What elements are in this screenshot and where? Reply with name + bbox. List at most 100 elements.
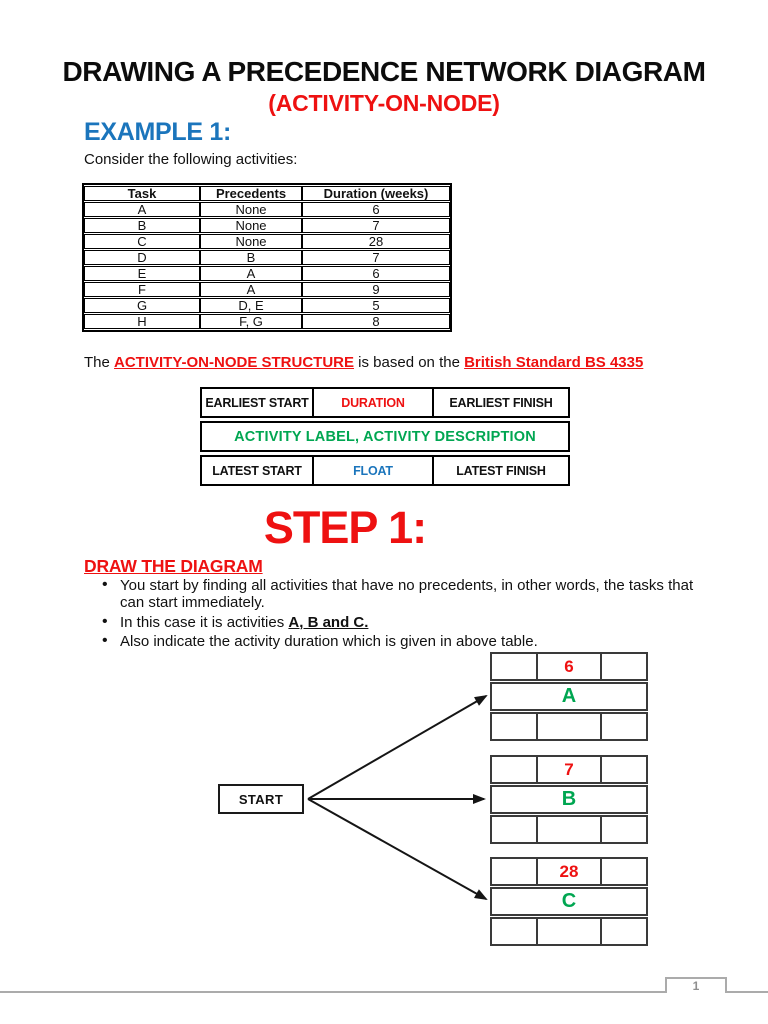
duration-label-cell: DURATION [312,389,432,416]
duration-value: 7 [538,757,602,782]
float-box [538,817,602,842]
activity-label: A [490,682,648,711]
structure-row-activity: ACTIVITY LABEL, ACTIVITY DESCRIPTION [200,421,570,452]
float-box [538,714,602,739]
precedents-cell: None [200,234,302,249]
latest-finish-cell: LATEST FINISH [432,457,568,484]
task-cell: D [84,250,200,265]
node-structure-table: EARLIEST START DURATION EARLIEST FINISH … [200,387,570,489]
earliest-start-cell: EARLIEST START [205,395,309,410]
precedents-cell: F, G [200,314,302,329]
latest-start-box [492,919,538,944]
earliest-finish-cell: EARLIEST FINISH [432,389,568,416]
footer-divider [0,991,768,993]
precedents-cell: A [200,282,302,297]
duration-cell: 28 [302,234,450,249]
page-number-tab: 1 [665,977,727,993]
duration-cell: 7 [302,250,450,265]
latest-start-box [492,817,538,842]
duration-value: 6 [538,654,602,679]
structure-sentence: The ACTIVITY-ON-NODE STRUCTURE is based … [84,354,643,371]
list-item: Also indicate the activity duration whic… [99,633,699,651]
duration-value: 28 [538,859,602,884]
arrow-start-to-c [307,798,488,900]
earliest-start-box [492,859,538,884]
task-cell: E [84,266,200,281]
latest-finish-box [602,714,646,739]
duration-cell: 7 [302,218,450,233]
table-row: A None 6 [84,202,450,217]
sentence-lead: The [84,354,115,371]
sentence-mid: is based on the [354,354,465,371]
duration-cell: 6 [302,202,450,217]
example-heading: EXAMPLE 1: [84,118,232,146]
earliest-start-box [492,654,538,679]
precedents-cell: None [200,202,302,217]
node-top-row: 7 [490,755,648,784]
task-cell: G [84,298,200,313]
task-cell: B [84,218,200,233]
intro-text: Consider the following activities: [84,151,298,168]
activity-label: C [490,887,648,916]
structure-row-latest: LATEST START FLOAT LATEST FINISH [200,455,570,486]
duration-cell: 5 [302,298,450,313]
duration-cell: 9 [302,282,450,297]
precedents-cell: None [200,218,302,233]
task-cell: F [84,282,200,297]
activity-node-a: 6 A [490,652,648,742]
table-row: F A 9 [84,282,450,297]
activities-table: Task Precedents Duration (weeks) A None … [82,183,452,332]
bullet-prefix: In this case it is activities [120,613,289,631]
float-label-cell: FLOAT [312,457,432,484]
node-bottom-row [490,815,648,844]
structure-row-earliest: EARLIEST START DURATION EARLIEST FINISH [200,387,570,418]
earliest-finish-box [602,654,646,679]
table-header-row: Task Precedents Duration (weeks) [84,186,450,201]
column-header-precedents: Precedents [200,186,302,201]
task-cell: H [84,314,200,329]
task-cell: C [84,234,200,249]
column-header-task: Task [84,186,200,201]
duration-cell: 8 [302,314,450,329]
draw-diagram-heading: DRAW THE DIAGRAM [84,556,263,576]
task-cell: A [84,202,200,217]
latest-start-cell: LATEST START [212,463,302,478]
table-row: G D, E 5 [84,298,450,313]
float-box [538,919,602,944]
step-heading: STEP 1: [263,502,427,553]
column-header-duration: Duration (weeks) [302,186,450,201]
aon-structure-link[interactable]: ACTIVITY-ON-NODE STRUCTURE [114,354,355,371]
node-bottom-row [490,917,648,946]
start-label: START [238,791,284,807]
table-row: C None 28 [84,234,450,249]
duration-cell: 6 [302,266,450,281]
precedents-cell: B [200,250,302,265]
table-row: E A 6 [84,266,450,281]
list-item: You start by finding all activities that… [99,577,699,612]
earliest-finish-box [602,859,646,884]
earliest-start-box [492,757,538,782]
activity-label: B [490,785,648,814]
list-item: In this case it is activities A, B and C… [99,613,699,632]
latest-finish-box [602,817,646,842]
activity-node-b: 7 B [490,755,648,845]
page-title: DRAWING A PRECEDENCE NETWORK DIAGRAM [62,56,706,87]
node-bottom-row [490,712,648,741]
latest-start-box [492,714,538,739]
table-row: B None 7 [84,218,450,233]
node-top-row: 6 [490,652,648,681]
table-row: D B 7 [84,250,450,265]
arrow-start-to-a [307,694,488,800]
activity-label-cell: ACTIVITY LABEL, ACTIVITY DESCRIPTION [234,428,536,445]
earliest-finish-box [602,757,646,782]
activity-node-c: 28 C [490,857,648,947]
precedents-cell: A [200,266,302,281]
bullet-emphasis: A, B and C. [288,613,369,631]
node-top-row: 28 [490,857,648,886]
page-number: 1 [692,979,700,993]
latest-finish-box [602,919,646,944]
arrow-connectors [307,694,488,900]
page-subtitle: (ACTIVITY-ON-NODE) [268,90,500,116]
british-standard-link[interactable]: British Standard BS 4335 [464,354,644,371]
